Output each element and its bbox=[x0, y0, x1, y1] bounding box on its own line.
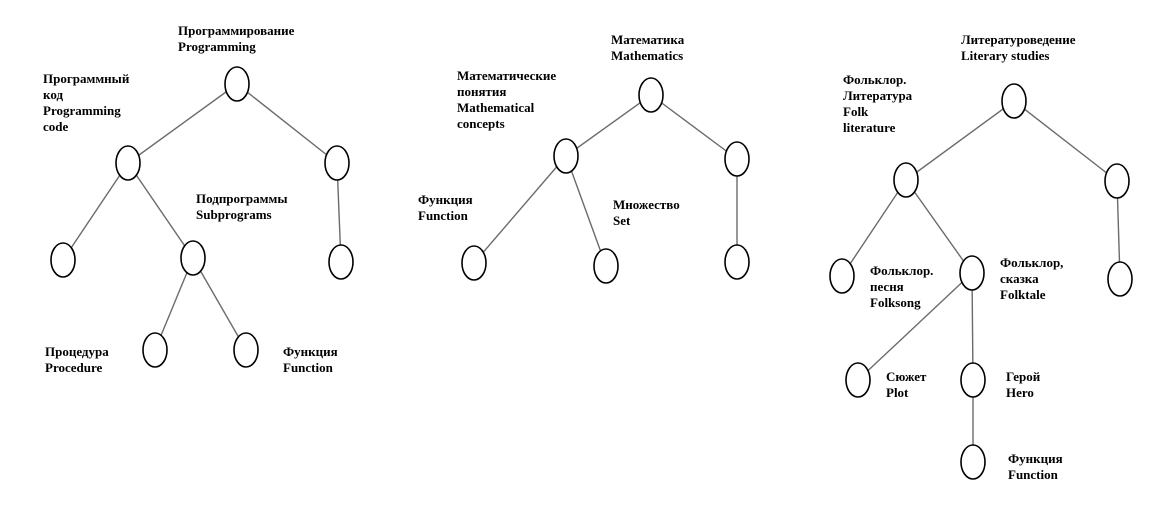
label-line: Programming bbox=[43, 103, 121, 118]
label-line: Mathematics bbox=[611, 48, 684, 63]
label-line: сказка bbox=[1000, 271, 1039, 286]
label-line: Literary studies bbox=[961, 48, 1050, 63]
label-line: concepts bbox=[457, 116, 505, 131]
label-line: Множество bbox=[613, 197, 680, 212]
tree-node bbox=[180, 240, 206, 276]
label-line: Математические bbox=[457, 68, 557, 83]
label-line: Folksong bbox=[870, 295, 921, 310]
tree-edge bbox=[650, 94, 738, 160]
tree-node bbox=[115, 145, 141, 181]
tree-edge bbox=[565, 155, 607, 267]
label-line: Литературоведение bbox=[961, 32, 1076, 47]
label-line: Function bbox=[283, 360, 333, 375]
label-line: Plot bbox=[886, 385, 909, 400]
label-line: Функция bbox=[1008, 451, 1063, 466]
tree-node bbox=[845, 362, 871, 398]
tree-edge bbox=[905, 100, 1015, 181]
tree-node bbox=[461, 245, 487, 281]
tree-node bbox=[638, 77, 664, 113]
label-line: Function bbox=[1008, 467, 1058, 482]
tree-edge bbox=[473, 155, 567, 264]
tree-node bbox=[1107, 261, 1133, 297]
label-line: Subprograms bbox=[196, 207, 272, 222]
tree-node bbox=[50, 242, 76, 278]
tree-node bbox=[1104, 163, 1130, 199]
label-line: Folk bbox=[843, 104, 869, 119]
label-line: Function bbox=[418, 208, 468, 223]
label-line: Математика bbox=[611, 32, 685, 47]
tree-node bbox=[1001, 83, 1027, 119]
label-line: Программирование bbox=[178, 23, 295, 38]
tree-edge bbox=[236, 83, 338, 164]
label-line: Programming bbox=[178, 39, 256, 54]
label-line: Функция bbox=[418, 192, 473, 207]
label-line: Procedure bbox=[45, 360, 103, 375]
label-line: Folktale bbox=[1000, 287, 1046, 302]
label-line: Set bbox=[613, 213, 631, 228]
tree-node bbox=[960, 444, 986, 480]
tree-edge bbox=[565, 94, 652, 157]
tree-edge bbox=[857, 272, 973, 381]
tree-edge bbox=[192, 257, 247, 351]
label-line: Литература bbox=[843, 88, 913, 103]
tree-node bbox=[324, 145, 350, 181]
tree-node bbox=[724, 141, 750, 177]
label-line: понятия bbox=[457, 84, 507, 99]
label-line: Программный bbox=[43, 71, 130, 86]
tree-node bbox=[829, 258, 855, 294]
label-line: Фольклор, bbox=[1000, 255, 1064, 270]
label-line: код bbox=[43, 87, 64, 102]
tree-node bbox=[593, 248, 619, 284]
label-line: literature bbox=[843, 120, 896, 135]
tree-node bbox=[959, 255, 985, 291]
label-line: Mathematical bbox=[457, 100, 535, 115]
label-line: Процедура bbox=[45, 344, 109, 359]
tree-node bbox=[553, 138, 579, 174]
tree-node bbox=[233, 332, 259, 368]
tree-3 bbox=[829, 83, 1133, 480]
tree-node bbox=[328, 244, 354, 280]
tree-2 bbox=[461, 77, 750, 284]
label-line: Hero bbox=[1006, 385, 1034, 400]
tree-edge bbox=[127, 83, 238, 164]
tree-node bbox=[724, 244, 750, 280]
tree-edge bbox=[971, 272, 974, 381]
label-line: песня bbox=[870, 279, 904, 294]
tree-edge bbox=[905, 179, 973, 274]
label-line: Подпрограммы bbox=[196, 191, 288, 206]
tree-node bbox=[224, 66, 250, 102]
label-line: Фольклор. bbox=[843, 72, 907, 87]
tree-edge bbox=[62, 162, 129, 261]
tree-edge bbox=[841, 179, 907, 277]
tree-node bbox=[142, 332, 168, 368]
label-line: Сюжет bbox=[886, 369, 927, 384]
tree-edge bbox=[127, 162, 194, 259]
label-line: Фольклор. bbox=[870, 263, 934, 278]
tree-edge bbox=[1013, 100, 1118, 182]
label-line: code bbox=[43, 119, 69, 134]
tree-1 bbox=[50, 66, 354, 368]
tree-node bbox=[893, 162, 919, 198]
label-line: Функция bbox=[283, 344, 338, 359]
tree-node bbox=[960, 362, 986, 398]
label-line: Герой bbox=[1006, 369, 1041, 384]
